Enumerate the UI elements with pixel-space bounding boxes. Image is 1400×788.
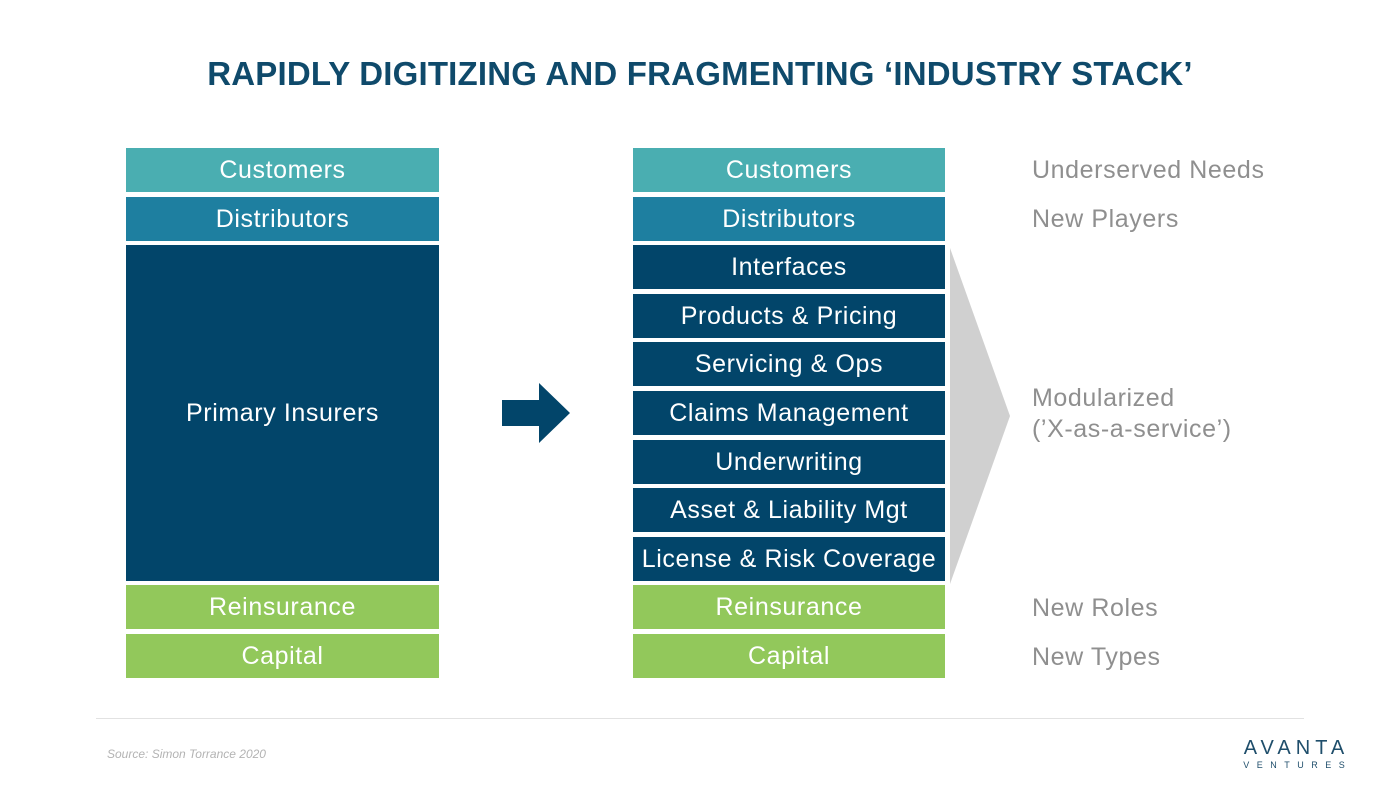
slide-title: RAPIDLY DIGITIZING AND FRAGMENTING ‘INDU… bbox=[207, 55, 1193, 92]
left-distributors-block: Distributors bbox=[126, 197, 439, 241]
module-products-pricing-block: Products & Pricing bbox=[633, 294, 945, 338]
label-new-players: New Players bbox=[1032, 205, 1179, 233]
module-servicing-ops-block: Servicing & Ops bbox=[633, 342, 945, 386]
module-asset-liability-block: Asset & Liability Mgt bbox=[633, 488, 945, 532]
logo-subtitle: VENTURES bbox=[1243, 760, 1353, 770]
right-arrow-shape bbox=[502, 383, 570, 443]
right-customers-block: Customers bbox=[633, 148, 945, 192]
right-distributors-block: Distributors bbox=[633, 197, 945, 241]
module-claims-management-block: Claims Management bbox=[633, 391, 945, 435]
chevron-bracket-shape bbox=[950, 248, 1010, 584]
label-x-as-a-service: (’X-as-a-service’) bbox=[1032, 415, 1232, 443]
left-customers-block: Customers bbox=[126, 148, 439, 192]
label-underserved-needs: Underserved Needs bbox=[1032, 156, 1265, 184]
module-interfaces-block: Interfaces bbox=[633, 245, 945, 289]
chevron-bracket-icon bbox=[950, 248, 1010, 584]
right-capital-block: Capital bbox=[633, 634, 945, 678]
logo-wordmark: AVANTA bbox=[1243, 737, 1350, 759]
right-arrow-icon bbox=[502, 383, 570, 443]
avanta-ventures-logo: AVANTA VENTURES bbox=[1238, 737, 1350, 771]
left-reinsurance-block: Reinsurance bbox=[126, 585, 439, 629]
module-license-risk-block: License & Risk Coverage bbox=[633, 537, 945, 581]
right-reinsurance-block: Reinsurance bbox=[633, 585, 945, 629]
label-new-roles: New Roles bbox=[1032, 594, 1159, 622]
left-capital-block: Capital bbox=[126, 634, 439, 678]
module-underwriting-block: Underwriting bbox=[633, 440, 945, 484]
label-new-types: New Types bbox=[1032, 643, 1161, 671]
label-modularized: Modularized bbox=[1032, 384, 1175, 412]
source-note: Source: Simon Torrance 2020 bbox=[107, 747, 266, 761]
footer-divider bbox=[96, 718, 1304, 719]
left-primary-insurers-block: Primary Insurers bbox=[126, 245, 439, 581]
